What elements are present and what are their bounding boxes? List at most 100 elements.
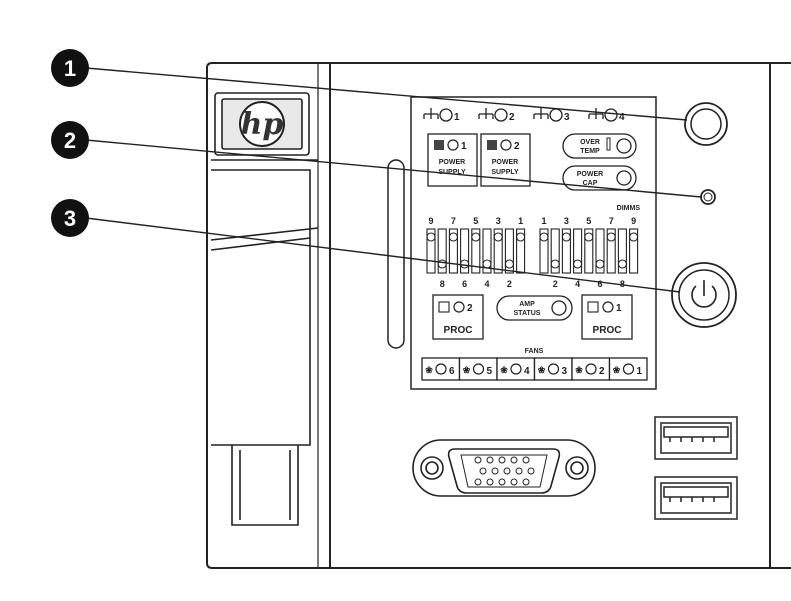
- proc-led: [453, 301, 465, 313]
- vga-pins: [474, 456, 535, 486]
- power-supply-led: [447, 139, 459, 151]
- fan-led: [510, 363, 522, 375]
- over-temp-led: [616, 138, 632, 154]
- dimm-led: [437, 259, 447, 269]
- dimm-led: [516, 232, 526, 242]
- fan-6: ❀6: [421, 357, 461, 381]
- power-supply-icon: [434, 140, 444, 150]
- network-icon: [423, 108, 439, 119]
- fan-indicators: ❀6❀5❀4❀3❀2❀1: [421, 357, 648, 381]
- nic-led: [549, 108, 563, 122]
- thermometer-icon: [606, 137, 611, 151]
- fan-led: [472, 363, 485, 375]
- fan-icon: ❀: [463, 365, 471, 375]
- processor-icon: [587, 301, 599, 313]
- dimms-title: DIMMS: [617, 205, 641, 212]
- vga-pin: [510, 456, 518, 464]
- power-cap-line2: CAP: [583, 180, 598, 187]
- vga-pin: [486, 478, 494, 486]
- vga-pin: [491, 467, 499, 475]
- drive-handle: [210, 92, 319, 526]
- dimm-led: [426, 232, 436, 242]
- over-temp-line2: TEMP: [580, 148, 600, 155]
- callout-number: 2: [64, 128, 76, 153]
- dimm-slot: [448, 228, 458, 274]
- dimm-label: 9: [631, 216, 636, 226]
- dimm-slot: [426, 228, 436, 274]
- nic-number: 4: [619, 112, 625, 123]
- fan-led: [585, 363, 597, 375]
- power-supply-line2: SUPPLY: [491, 169, 519, 176]
- fan-3: ❀3: [533, 357, 573, 381]
- amp-status-indicator: AMP STATUS: [496, 295, 573, 321]
- uid-button[interactable]: [684, 102, 728, 146]
- dimm-slot: [504, 228, 514, 274]
- callout-1: 1: [51, 49, 89, 87]
- fan-number: 4: [524, 366, 530, 377]
- dimm-led: [460, 259, 470, 269]
- dimm-slot: [437, 228, 447, 274]
- dimm-label: 8: [620, 279, 625, 289]
- network-icon: [533, 108, 549, 119]
- power-cap-line1: POWER: [577, 171, 603, 178]
- fan-led: [435, 363, 447, 375]
- power-button[interactable]: [671, 262, 737, 328]
- vga-pin: [498, 478, 506, 486]
- nic-number: 2: [509, 112, 515, 123]
- dimm-label: 8: [440, 279, 445, 289]
- hp-logo-text: hp: [241, 107, 284, 142]
- dimm-label: 4: [484, 279, 489, 289]
- network-icon: [478, 108, 494, 119]
- dimm-label: 7: [451, 216, 456, 226]
- usb-port-top[interactable]: [654, 416, 738, 460]
- dimm-label: 1: [541, 216, 546, 226]
- dimm-label: 6: [597, 279, 602, 289]
- dimm-slot: [606, 228, 616, 274]
- dimm-label: 7: [609, 216, 614, 226]
- power-supply-line2: SUPPLY: [438, 169, 466, 176]
- dimm-label: 2: [507, 279, 512, 289]
- over-temp-indicator: OVER TEMP: [562, 133, 637, 159]
- amp-status-line1: AMP: [519, 301, 535, 308]
- dimm-label: 2: [553, 279, 558, 289]
- callout-leaders: [85, 67, 702, 293]
- dimm-label: 5: [586, 216, 591, 226]
- dimm-led: [561, 232, 571, 242]
- proc-number: 1: [616, 303, 622, 314]
- dimm-led: [471, 232, 481, 242]
- hp-logo: hp: [239, 101, 285, 147]
- fan-number: 3: [562, 366, 568, 377]
- dimm-slot: [482, 228, 492, 274]
- callout-number: 1: [64, 56, 76, 81]
- processor-icon: [438, 301, 450, 313]
- dimm-led: [493, 232, 503, 242]
- dimm-slot: [584, 228, 594, 274]
- dimm-label: 6: [462, 279, 467, 289]
- fan-icon: ❀: [613, 365, 621, 375]
- fan-number: 5: [487, 366, 493, 377]
- fan-4: ❀4: [496, 357, 536, 381]
- dimm-led: [448, 232, 458, 242]
- dimm-slot: [539, 228, 549, 274]
- vga-pin: [474, 456, 482, 464]
- dimm-label: 4: [575, 279, 580, 289]
- dimm-slot: [595, 228, 605, 274]
- fan-2: ❀2: [571, 357, 611, 381]
- fan-led: [622, 363, 635, 375]
- vga-pin: [527, 467, 535, 475]
- usb-port-bottom[interactable]: [654, 476, 738, 520]
- fan-1: ❀1: [608, 357, 648, 381]
- dimm-slot: [471, 228, 481, 274]
- dimm-slot: [516, 228, 526, 274]
- bezel-slot: [387, 159, 405, 349]
- fans-title: FANS: [525, 348, 544, 355]
- fan-5: ❀5: [458, 357, 498, 381]
- proc-number: 2: [467, 303, 473, 314]
- power-supply-number: 1: [461, 141, 467, 152]
- proc-led: [602, 301, 614, 313]
- dimm-slot: [573, 228, 583, 274]
